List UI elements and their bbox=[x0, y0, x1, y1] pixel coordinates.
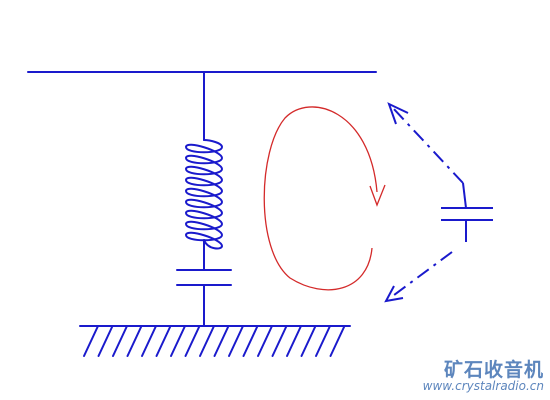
lower-dash-dot-line bbox=[389, 251, 453, 299]
ground-hatch-line bbox=[242, 325, 259, 357]
variable-capacitor-symbol bbox=[441, 182, 493, 242]
ground-hatch-line bbox=[83, 325, 99, 357]
ground-hatch-line bbox=[97, 325, 114, 357]
upper-arrowhead bbox=[387, 102, 409, 125]
ground-hatching bbox=[83, 325, 346, 357]
lower-arrowhead bbox=[384, 285, 404, 303]
watermark-brand: 矿石收音机 bbox=[443, 359, 544, 381]
ground-hatch-line bbox=[257, 325, 273, 357]
ground-hatch-line bbox=[271, 325, 288, 357]
ground-hatch-line bbox=[300, 325, 317, 357]
ground-hatch-line bbox=[112, 325, 128, 357]
ground-hatch-line bbox=[170, 325, 186, 357]
varcap-lead-top bbox=[462, 182, 467, 209]
ground-hatch-line bbox=[228, 325, 244, 357]
ground-hatch-line bbox=[155, 325, 172, 357]
dash-dot-arrows bbox=[384, 102, 464, 303]
watermark-url: www.crystalradio.cn bbox=[422, 379, 544, 393]
upper-dash-dot-line bbox=[391, 106, 464, 184]
ground-hatch-line bbox=[329, 325, 346, 357]
ground-hatch-line bbox=[286, 325, 302, 357]
ground-hatch-line bbox=[315, 325, 331, 357]
ground-hatch-line bbox=[126, 325, 143, 357]
circulating-current-arrow bbox=[263, 106, 386, 291]
inductor-coil bbox=[184, 139, 224, 250]
current-loop bbox=[263, 106, 378, 291]
current-arrowhead bbox=[369, 184, 386, 207]
ground-hatch-line bbox=[184, 325, 201, 357]
ground-hatch-line bbox=[141, 325, 157, 357]
ground-hatch-line bbox=[199, 325, 215, 357]
ground-hatch-line bbox=[213, 325, 230, 357]
